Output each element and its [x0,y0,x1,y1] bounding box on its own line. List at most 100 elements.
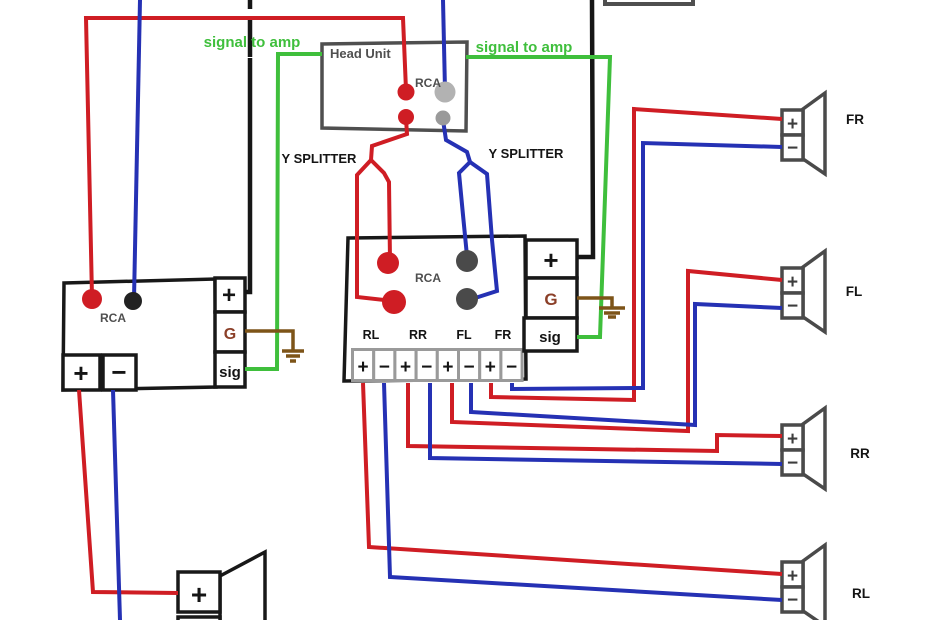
speaker-cone [801,541,827,620]
y-splitter-red-stem [369,118,410,161]
offscreen-power-box-edge [603,0,695,6]
wire-rl-plus [361,382,783,576]
sub-amp-power-wire [245,58,253,295]
signal-to-amp-label-left: signal to amp [204,34,301,51]
y-splitter-red-branch-b [355,158,394,303]
channel-label-rl: RL [363,328,380,342]
rca-dots-layer [82,81,478,314]
subwoofer-minus-terminal [176,615,222,620]
wire-rl-minus [382,382,783,602]
speaker-plus-symbol: + [787,566,798,587]
front-amp-ground [577,296,625,319]
front-amp-power-plus-label: + [543,245,558,275]
headunit-rca-red-jack [397,83,415,101]
wire-rr-minus [428,383,783,466]
front-amp-power-wire [577,0,596,260]
speaker-minus-symbol: − [787,296,798,317]
speaker-cone [801,247,827,336]
terminal-cell-fr-minus [499,348,524,382]
speaker-minus-symbol: − [787,138,798,159]
subwoofer-plus-terminal [176,570,222,614]
front-amp-signal-label: sig [539,329,561,346]
front-amp-ground-label: G [544,290,557,309]
speaker-label-rl: RL [852,586,870,601]
terminal-symbol: − [464,357,475,378]
sub-amp-signal-box [213,350,247,389]
speaker-fl [780,247,827,336]
signal-to-amp-label-right: signal to amp [476,39,573,56]
subwoofer [176,549,267,620]
front-amp-rca-label: RCA [415,271,441,285]
sub-amp-out-plus-box [61,353,102,392]
subwoofer-cone [218,549,267,620]
y-splitter-red-branch-a [369,158,392,262]
headunit-rca-gray-jack [434,81,456,103]
frontamp-rca-red-jack [377,252,399,274]
rca-red-headunit-to-subamp [83,16,408,298]
ground-wire [245,329,295,350]
channel-label-fl: FL [456,328,472,342]
wire-fr-minus [510,140,783,392]
terminal-symbol: − [506,357,517,378]
remote-wire-left [245,52,322,371]
rca-blue-to-subamp [132,0,142,300]
subamp-rca-black-jack [124,292,142,310]
speaker-fr [780,89,827,178]
wire-fl-minus [469,301,783,428]
y-splitter-blue-branch-a [456,160,472,257]
subwoofer-plus-label: + [191,579,207,610]
wire-fr-plus [489,106,783,403]
head-unit-rca-label: RCA [415,76,441,90]
remote-wire-right [466,55,613,339]
speaker-rl [780,541,827,620]
speaker-minus-symbol: − [787,453,798,474]
ground-wire [577,296,614,307]
terminal-symbol: − [379,357,390,378]
y-splitter-label-right: Y SPLITTER [489,146,564,161]
y-splitter-label-left: Y SPLITTER [282,151,357,166]
sub-amp-ground [245,329,304,363]
subamp-rca-red-jack [82,289,102,309]
head-unit-title: Head Unit [330,46,391,61]
wire-rr-plus [406,383,783,454]
wire-sub-plus [77,389,179,595]
speaker-label-rr: RR [850,446,870,461]
terminal-symbol: + [358,357,369,378]
speaker-label-fl: FL [846,284,863,299]
speaker-minus-symbol: − [787,590,798,611]
wire-sub-minus [111,389,122,620]
head-unit-box [320,40,469,133]
sub-amp-out-minus-label: − [111,357,126,387]
sub-amp-out-minus-box [101,353,138,392]
speaker-minus-terminal [780,133,805,162]
sub-amp-out-plus-label: + [73,358,88,388]
frontamp-rca-red-jack-2 [382,290,406,314]
speaker-plus-symbol: + [787,429,798,450]
rca-blue-to-headunit [441,0,447,91]
speaker-rr [780,404,827,493]
speaker-plus-symbol: + [787,272,798,293]
front-amp-signal-box [522,316,579,353]
y-splitter-blue-branch-b [468,160,500,301]
wire-fl-plus [450,268,783,434]
terminal-symbol: + [485,357,496,378]
wires-layer [77,0,783,620]
terminal-symbol: − [421,357,432,378]
channel-label-rr: RR [409,328,427,342]
sub-amp-signal-label: sig [219,364,241,381]
terminal-symbol: + [400,357,411,378]
headunit-rca-red-jack-2 [398,109,414,125]
y-splitter-blue-stem [441,119,472,163]
sub-amp-power-plus-label: + [222,282,236,309]
frontamp-rca-dark-jack-2 [456,288,478,310]
text-layer: signal to amp signal to amp Head Unit RC… [73,34,870,611]
sub-amp-ground-label: G [224,326,236,343]
speaker-minus-terminal [780,291,805,320]
headunit-rca-gray-jack-2 [435,110,451,126]
channel-label-fr: FR [495,328,512,342]
speaker-cone [801,404,827,493]
sub-amp-power-plus-box [213,276,247,314]
speaker-cone [801,89,827,178]
